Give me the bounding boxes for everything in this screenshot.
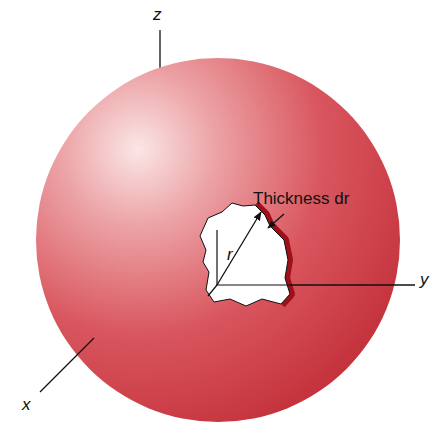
z-axis-inner xyxy=(216,230,217,285)
axis-label: z xyxy=(153,6,162,25)
axis-label: y xyxy=(420,271,429,290)
cutaway xyxy=(200,203,290,306)
x-axis-inner xyxy=(208,285,217,296)
y-axis-inner xyxy=(217,284,290,285)
radius-arrow xyxy=(217,212,261,285)
radius-label: r xyxy=(227,246,233,265)
axis-label: x xyxy=(22,396,31,415)
x-axis xyxy=(40,338,94,392)
leader-line xyxy=(268,214,284,228)
y-axis xyxy=(290,284,415,285)
z-axis xyxy=(159,30,160,68)
callout-label: Thickness dr xyxy=(253,190,349,209)
sphere xyxy=(36,58,400,422)
